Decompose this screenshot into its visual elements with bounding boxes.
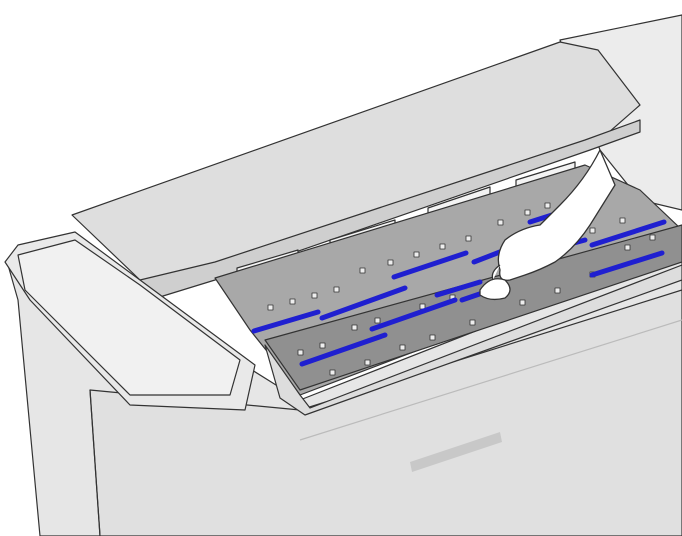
hand-icon [479, 149, 616, 301]
platen-edge [264, 264, 682, 416]
scan-strip [391, 250, 469, 280]
scan-strip [369, 297, 458, 332]
scan-strip [251, 309, 321, 334]
scan-strip [299, 332, 388, 367]
scan-strip [589, 250, 665, 278]
handle [410, 432, 502, 472]
scan-strip [319, 285, 408, 321]
lid-front-edge [139, 119, 641, 301]
scan-strip [434, 279, 483, 298]
left-cover-top [17, 239, 241, 396]
scan-strip [589, 219, 667, 248]
